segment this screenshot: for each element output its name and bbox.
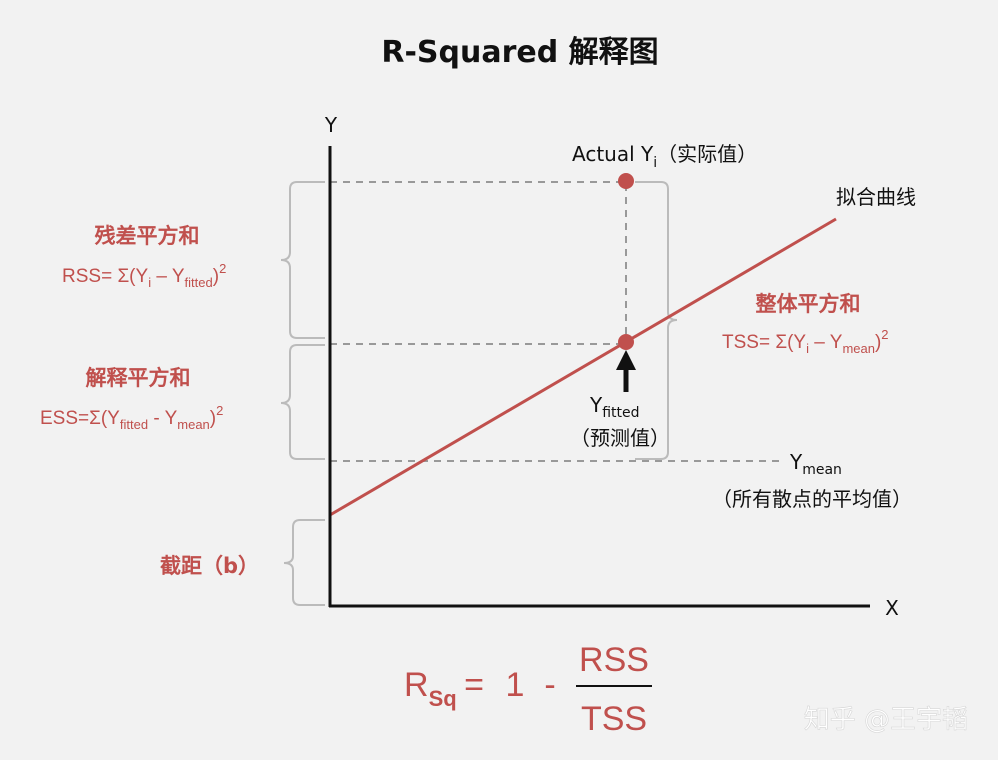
rss-heading: 残差平方和 <box>95 224 200 248</box>
rss-prefix: RSS= Σ(Y <box>62 266 149 287</box>
equation-numerator: RSS <box>579 641 649 679</box>
tss-formula: TSS= Σ(Yi – Ymean)2 <box>722 327 889 356</box>
rss-suffix: ) <box>213 266 219 287</box>
actual-label-main: Actual Y <box>572 142 654 166</box>
rss-brace <box>280 181 325 339</box>
tss-brace <box>635 181 678 460</box>
mean-label: Ymean <box>789 450 842 478</box>
ess-power: 2 <box>216 403 223 418</box>
fitted-note: （预测值） <box>570 426 670 450</box>
rss-formula: RSS= Σ(Yi – Yfitted)2 <box>62 261 226 290</box>
equation-lhs-main: R <box>404 666 429 704</box>
rss-middle: – Y <box>151 266 185 287</box>
fit-line <box>329 217 837 517</box>
mean-note: （所有散点的平均值） <box>712 487 912 511</box>
ess-sub1: fitted <box>120 417 148 432</box>
y-axis-label: Y <box>324 113 338 137</box>
tss-middle: – Y <box>809 332 843 353</box>
actual-point <box>618 173 634 189</box>
tss-sub1: i <box>806 341 809 356</box>
diagram-title: R-Squared 解释图 <box>381 35 658 70</box>
tss-power: 2 <box>881 327 888 342</box>
equation-lhs-sub: Sq <box>429 686 457 711</box>
equation-denominator: TSS <box>581 700 647 738</box>
tss-sub2: mean <box>842 341 875 356</box>
ess-prefix: ESS=Σ(Y <box>40 408 120 429</box>
mean-label-main: Y <box>789 450 803 474</box>
rss-sub2: fitted <box>185 275 213 290</box>
fit-line-label: 拟合曲线 <box>836 185 916 209</box>
fitted-label-main: Y <box>589 393 603 417</box>
actual-label-sub: i <box>653 155 657 171</box>
equation-lhs: RSq <box>404 666 457 711</box>
rss-sub1: i <box>148 275 151 290</box>
ess-middle: - Y <box>148 408 178 429</box>
watermark: 知乎 @王宇韬 <box>804 705 968 735</box>
fitted-label: Yfitted <box>589 393 640 421</box>
tss-suffix: ) <box>875 332 881 353</box>
actual-label-note: （实际值） <box>657 142 757 166</box>
mean-label-sub: mean <box>802 462 842 478</box>
intercept-brace <box>283 519 325 606</box>
equation-equals: = <box>464 666 484 704</box>
rss-power: 2 <box>219 261 226 276</box>
x-axis-label: X <box>885 596 899 620</box>
fitted-point <box>618 334 634 350</box>
intercept-heading: 截距（b） <box>160 554 259 578</box>
tss-heading: 整体平方和 <box>756 292 861 316</box>
ess-sub2: mean <box>177 417 210 432</box>
ess-heading: 解释平方和 <box>86 366 191 390</box>
equation-minus: - <box>544 666 555 704</box>
r-squared-equation: RSq = 1 - RSS TSS <box>404 641 652 738</box>
fitted-label-sub: fitted <box>602 405 639 421</box>
tss-prefix: TSS= Σ(Y <box>722 332 806 353</box>
ess-brace <box>280 344 325 460</box>
ess-formula: ESS=Σ(Yfitted - Ymean)2 <box>40 403 223 432</box>
ess-suffix: ) <box>210 408 216 429</box>
left-braces <box>280 181 325 606</box>
equation-one: 1 <box>506 666 525 704</box>
guide-lines <box>330 181 785 462</box>
actual-label: Actual Yi（实际值） <box>572 142 757 171</box>
